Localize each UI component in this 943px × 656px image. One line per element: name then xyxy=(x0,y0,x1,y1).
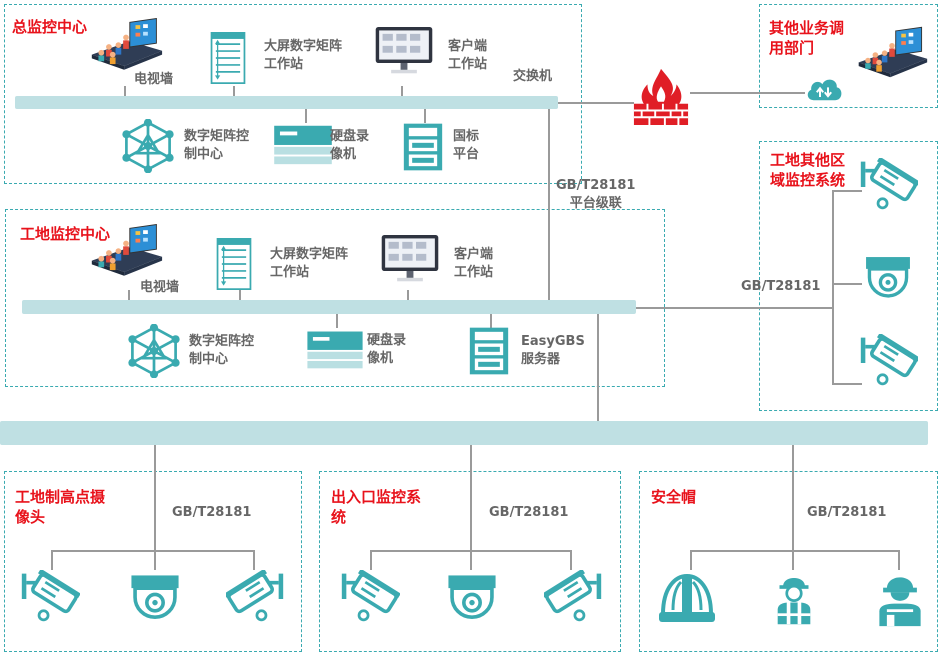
hq-matrixws-link xyxy=(233,86,235,96)
hq-client-link xyxy=(401,86,403,96)
helmet-protocol-label: GB/T28181 xyxy=(807,505,887,520)
high-point-bullet-camera-icon xyxy=(18,570,80,628)
site-title: 工地监控中心 xyxy=(20,225,111,243)
site-to-area-line xyxy=(636,307,832,309)
area-vertical-line xyxy=(832,190,834,383)
site-matrix-workstation-icon xyxy=(215,238,253,290)
hq-matrix-ctrl-label: 数字矩阵控 制中心 xyxy=(184,129,250,162)
site-to-main-line xyxy=(597,314,599,421)
gate-bullet-camera-icon xyxy=(338,570,400,628)
firewall-to-dept-line xyxy=(690,92,805,94)
hq-switch-label: 交换机 xyxy=(513,69,553,84)
gate-title: 出入口监控系 统 xyxy=(331,488,422,526)
high-point-branch-line xyxy=(51,550,255,552)
area-dome-camera-icon xyxy=(858,252,918,306)
site-matrix-ws-label: 大屏数字矩阵 工作站 xyxy=(270,247,349,280)
hq-to-firewall-line xyxy=(558,102,634,104)
main-to-gate-line xyxy=(470,445,472,570)
hq-nvr-label: 硬盘录 像机 xyxy=(330,129,370,162)
main-to-high-point-line xyxy=(154,445,156,570)
other-area-protocol-label: GB/T28181 xyxy=(741,279,821,294)
cloud-icon xyxy=(804,74,844,104)
site-monitoring-center-box xyxy=(5,209,665,387)
hard-hat-icon xyxy=(655,566,719,630)
site-matrix-control-mesh-icon xyxy=(127,324,181,378)
hq-switch-bus xyxy=(15,96,558,109)
helmet-drop-3 xyxy=(898,550,900,570)
helmet-box xyxy=(639,471,938,652)
high-point-dome-camera-icon xyxy=(125,570,185,628)
gate-protocol-label: GB/T28181 xyxy=(489,505,569,520)
hq-tvwall-link xyxy=(124,86,126,96)
matrix-control-mesh-icon xyxy=(121,119,175,173)
area-branch-1 xyxy=(832,190,862,192)
dept-tv-wall-icon xyxy=(855,26,929,84)
hq-matrix-ws-label: 大屏数字矩阵 工作站 xyxy=(264,39,343,72)
easygbs-label: EasyGBS 服务器 xyxy=(521,334,585,367)
site-tv-wall-icon xyxy=(88,224,164,282)
hq-platform-link xyxy=(424,109,426,123)
site-tvwall-link xyxy=(128,290,130,300)
tv-wall-icon xyxy=(88,18,164,76)
area-bullet-camera-icon xyxy=(858,158,918,216)
other-area-box xyxy=(759,141,938,411)
hq-gb-platform-label: 国标 平台 xyxy=(453,129,480,162)
worker-helmet-icon xyxy=(765,566,823,628)
gate-drop-1 xyxy=(370,550,372,570)
site-nvr-label: 硬盘录 像机 xyxy=(367,333,407,366)
helmet-title: 安全帽 xyxy=(651,488,697,506)
worker-helmet-2-icon xyxy=(870,566,930,630)
gate-branch-line xyxy=(370,550,572,552)
nvr-icon xyxy=(273,120,333,168)
high-point-protocol-label: GB/T28181 xyxy=(172,505,252,520)
area-branch-3 xyxy=(832,383,862,385)
hq-nvr-link xyxy=(305,109,307,123)
firewall-icon xyxy=(632,66,690,126)
gb-platform-server-icon xyxy=(401,122,445,172)
hq-monitoring-center-box xyxy=(4,4,582,184)
gate-bullet-camera-2-icon xyxy=(544,570,604,628)
other-area-title: 工地其他区 域监控系统 xyxy=(770,151,846,189)
helmet-branch-line xyxy=(690,550,900,552)
client-monitor-icon xyxy=(374,20,434,82)
helmet-drop-1 xyxy=(690,550,692,570)
site-server-link xyxy=(490,314,492,328)
site-tv-wall-label: 电视墙 xyxy=(140,280,180,295)
site-nvr-icon xyxy=(307,326,363,372)
area-branch-2 xyxy=(832,283,862,285)
site-client-link xyxy=(407,290,409,300)
gate-dome-camera-icon xyxy=(442,570,502,628)
high-point-box xyxy=(4,471,302,652)
cascade-label: GB/T28181 平台级联 xyxy=(556,178,636,211)
high-point-bullet-camera-2-icon xyxy=(226,570,286,628)
other-dept-title: 其他业务调 用部门 xyxy=(769,19,845,57)
site-client-ws-label: 客户端 工作站 xyxy=(454,247,494,280)
hq-client-ws-label: 客户端 工作站 xyxy=(448,39,488,72)
cascade-line xyxy=(548,109,550,300)
hq-tv-wall-label: 电视墙 xyxy=(134,72,174,87)
site-client-monitor-icon xyxy=(380,228,440,290)
site-matrixws-link xyxy=(239,290,241,300)
other-dept-box xyxy=(759,4,938,108)
matrix-workstation-icon xyxy=(209,32,247,84)
site-nvr-link xyxy=(336,314,338,328)
area-bullet-camera-2-icon xyxy=(858,334,918,392)
site-switch-bus xyxy=(22,300,636,314)
easygbs-server-icon xyxy=(465,326,513,376)
high-point-title: 工地制高点摄 像头 xyxy=(15,488,106,526)
gate-drop-3 xyxy=(570,550,572,570)
high-point-drop-1 xyxy=(51,550,53,570)
main-network-bus xyxy=(0,421,928,445)
main-to-helmet-line xyxy=(792,445,794,570)
hq-title: 总监控中心 xyxy=(12,18,88,36)
site-matrix-ctrl-label: 数字矩阵控 制中心 xyxy=(189,334,255,367)
high-point-drop-3 xyxy=(253,550,255,570)
